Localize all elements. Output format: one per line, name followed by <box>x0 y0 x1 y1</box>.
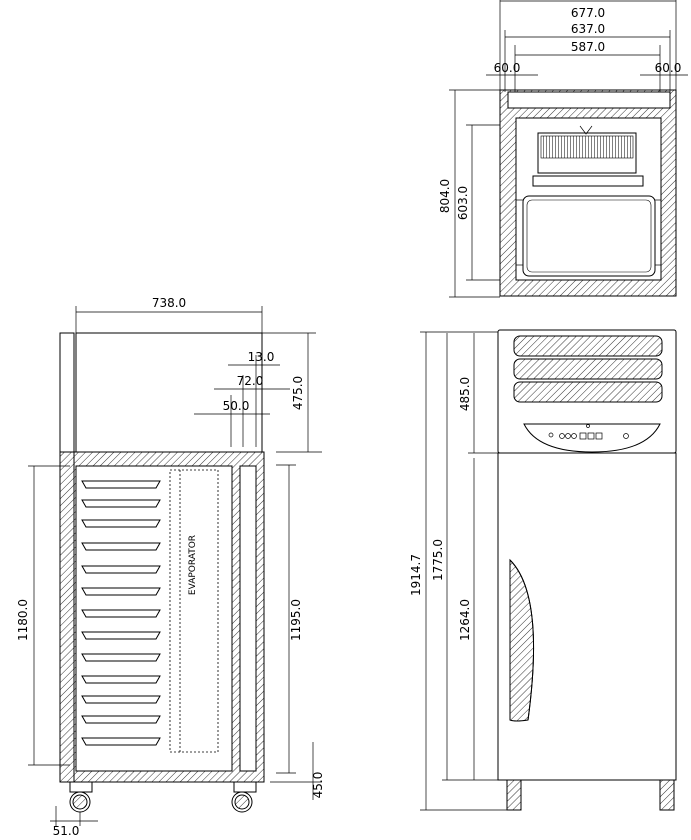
dim-inner-width: 587.0 <box>571 40 605 54</box>
dim-body-height: 1775.0 <box>431 539 445 581</box>
dim-mid-width: 637.0 <box>571 22 605 36</box>
dim-interior-height: 1180.0 <box>16 599 30 641</box>
control-panel <box>523 423 661 453</box>
dim-top-width: 738.0 <box>152 296 186 310</box>
dim-unit-height-front: 485.0 <box>458 377 472 411</box>
dim-unit-height: 475.0 <box>291 376 305 410</box>
dim-13: 13.0 <box>248 350 275 364</box>
side-view-trays <box>81 480 161 746</box>
evaporator-label: EVAPORATOR <box>188 535 198 595</box>
dim-door-height: 1264.0 <box>458 599 472 641</box>
dim-bottom-gap: 45.0 <box>311 772 325 799</box>
side-view: 738.0 13.0 72.0 50.0 475.0 <box>16 296 325 838</box>
front-foot-right <box>659 779 675 811</box>
dim-caster-offset: 51.0 <box>53 824 80 838</box>
top-view: 677.0 637.0 587.0 60.0 60.0 804.0 603.0 <box>438 0 688 298</box>
dim-total-height: 1914.7 <box>409 554 423 596</box>
dim-right-offset: 60.0 <box>655 61 682 75</box>
front-door <box>497 452 677 781</box>
caster-right <box>231 781 257 813</box>
door-handle <box>509 558 535 722</box>
dim-50: 50.0 <box>223 399 250 413</box>
dim-left-offset: 60.0 <box>494 61 521 75</box>
dim-rack-height: 1195.0 <box>289 599 303 641</box>
dim-overall-width: 677.0 <box>571 6 605 20</box>
front-view: 1914.7 1775.0 485.0 1264.0 <box>409 329 677 811</box>
caster-left <box>69 781 93 813</box>
dim-overall-depth: 804.0 <box>438 179 452 213</box>
front-foot-left <box>506 779 522 811</box>
front-vent-grilles <box>513 335 663 403</box>
dim-inner-depth: 603.0 <box>456 186 470 220</box>
dim-72: 72.0 <box>237 374 264 388</box>
